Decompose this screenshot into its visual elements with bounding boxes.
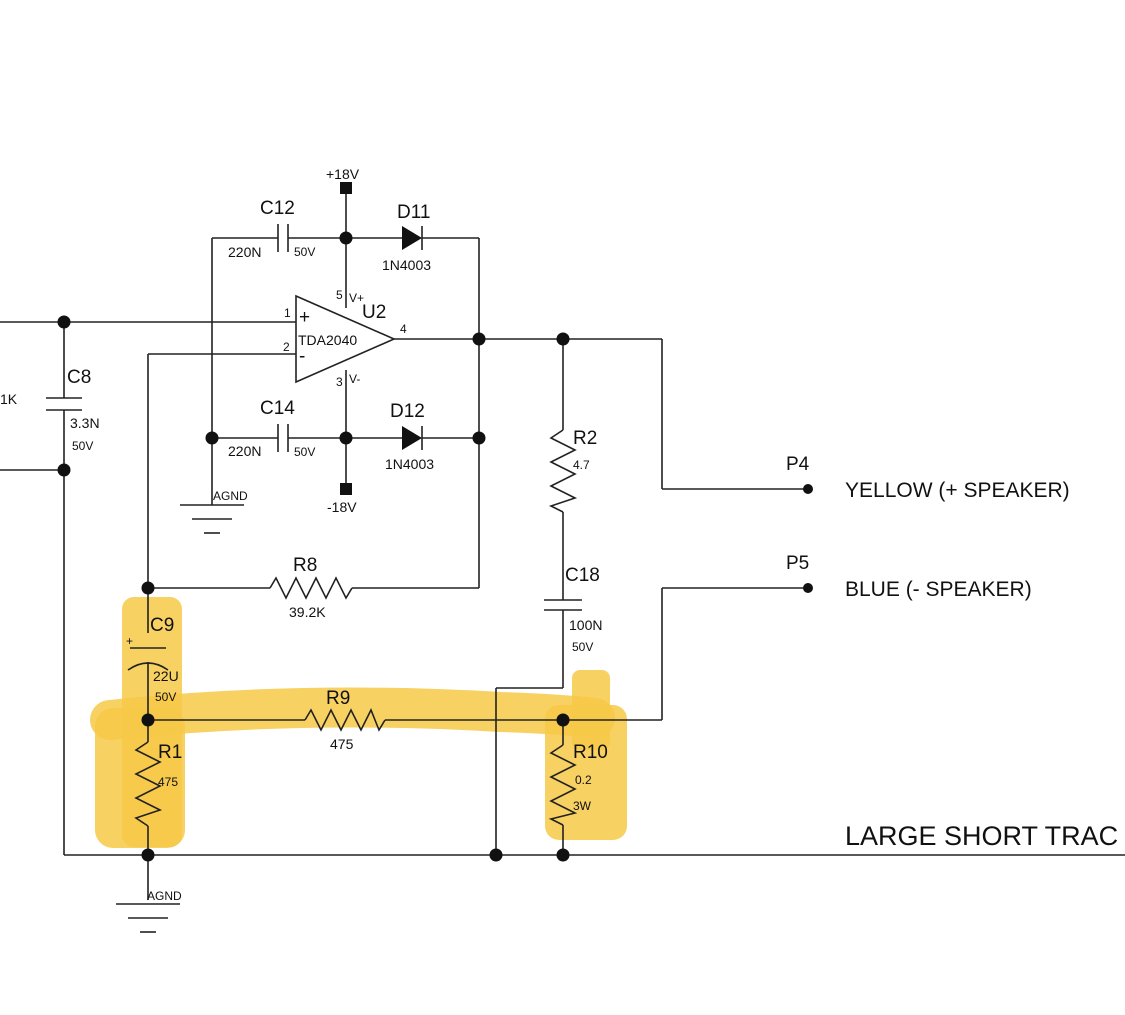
- r10-power: 3W: [573, 799, 592, 813]
- d12-part: 1N4003: [385, 456, 434, 472]
- u2-ref: U2: [362, 302, 386, 323]
- junction: [339, 231, 353, 245]
- d11-part: 1N4003: [382, 257, 431, 273]
- upper-ground-label: AGND: [213, 489, 248, 503]
- u2-pin-1: 1: [284, 306, 291, 320]
- junction: [141, 848, 155, 862]
- junction-dots: [57, 231, 813, 862]
- c12-ref: C12: [260, 198, 295, 219]
- upper-ground-symbol: [180, 504, 244, 534]
- d11-ref: D11: [397, 202, 430, 223]
- junction: [57, 463, 71, 477]
- u2-minus-sign: -: [299, 346, 305, 367]
- c18-value: 100N: [569, 617, 602, 633]
- u2-pin-4: 4: [400, 322, 407, 336]
- junction: [57, 315, 71, 329]
- r2-value: 4.7: [573, 458, 590, 472]
- opamp-u2-symbol: [295, 294, 396, 384]
- c18-ref: C18: [565, 565, 600, 586]
- junction: [556, 848, 570, 862]
- u2-pin-3: 3: [336, 375, 343, 389]
- c12-value: 220N: [228, 244, 261, 260]
- junction: [141, 581, 155, 595]
- port-p4-ref: P4: [786, 454, 810, 475]
- r8-ref: R8: [293, 555, 317, 576]
- junction: [472, 431, 486, 445]
- r9-ref: R9: [326, 688, 350, 709]
- port-p4-terminal: [803, 484, 813, 494]
- vminus-rail-terminal: [340, 483, 352, 495]
- highlight-r1-region: [95, 708, 185, 848]
- r10-resistor-symbol: [548, 744, 578, 826]
- r8-resistor-symbol: [269, 576, 353, 600]
- port-p5-ref: P5: [786, 553, 809, 574]
- r1-resistor-symbol: [134, 741, 163, 827]
- c9-ref: C9: [150, 615, 174, 636]
- c14-rating: 50V: [294, 445, 315, 459]
- c12-rating: 50V: [294, 245, 315, 259]
- junction: [339, 431, 353, 445]
- r1-value: 475: [158, 775, 178, 789]
- u2-pin-5: 5: [336, 288, 343, 302]
- c9-polarity: +: [126, 634, 133, 648]
- d12-ref: D12: [390, 401, 425, 422]
- r1-ref: R1: [158, 742, 182, 763]
- u2-plus-sign: +: [299, 307, 310, 328]
- c14-value: 220N: [228, 443, 261, 459]
- r9-value: 475: [330, 736, 354, 752]
- c8-value: 3.3N: [70, 415, 100, 431]
- c18-rating: 50V: [572, 640, 593, 654]
- highlight-r10: [545, 705, 627, 840]
- c8-rating: 50V: [72, 439, 93, 453]
- r2-resistor-symbol: [548, 429, 578, 513]
- c9-plate-curved: [127, 662, 169, 671]
- vminus-rail-label: -18V: [327, 499, 357, 515]
- u2-vminus-label: V-: [349, 372, 360, 386]
- r10-value: 0.2: [575, 773, 592, 787]
- lower-ground-label: AGND: [147, 889, 182, 903]
- c8-ref: C8: [67, 367, 91, 388]
- left-partial-value: 1K: [0, 391, 18, 407]
- junction: [472, 332, 486, 346]
- c14-ref: C14: [260, 398, 295, 419]
- r10-ref: R10: [573, 742, 608, 763]
- highlight-marks: [90, 597, 627, 848]
- port-p5-label: BLUE (- SPEAKER): [845, 578, 1032, 601]
- lower-ground-symbol: [116, 903, 180, 933]
- d11-diode-symbol: [402, 226, 422, 250]
- large-short-trace-annotation: LARGE SHORT TRAC: [845, 821, 1118, 851]
- junction: [556, 332, 570, 346]
- component-symbols: [46, 182, 582, 933]
- r9-resistor-symbol: [304, 708, 386, 732]
- port-p5-terminal: [803, 583, 813, 593]
- junction: [205, 431, 219, 445]
- r2-ref: R2: [573, 428, 597, 449]
- junction: [489, 848, 503, 862]
- labels: +18V -18V C12 220N 50V D11 1N4003 C14 22…: [0, 166, 1118, 903]
- u2-part: TDA2040: [298, 332, 357, 348]
- d12-diode-symbol: [402, 426, 422, 450]
- r8-value: 39.2K: [289, 604, 326, 620]
- u2-pin-2: 2: [283, 340, 290, 354]
- c9-rating: 50V: [155, 690, 176, 704]
- vplus-rail-terminal: [340, 182, 352, 194]
- junction: [556, 713, 570, 727]
- u2-vplus-label: V+: [349, 291, 364, 305]
- c9-value: 22U: [153, 668, 179, 684]
- junction: [141, 713, 155, 727]
- port-p4-label: YELLOW (+ SPEAKER): [845, 479, 1070, 502]
- vplus-rail-label: +18V: [326, 166, 360, 182]
